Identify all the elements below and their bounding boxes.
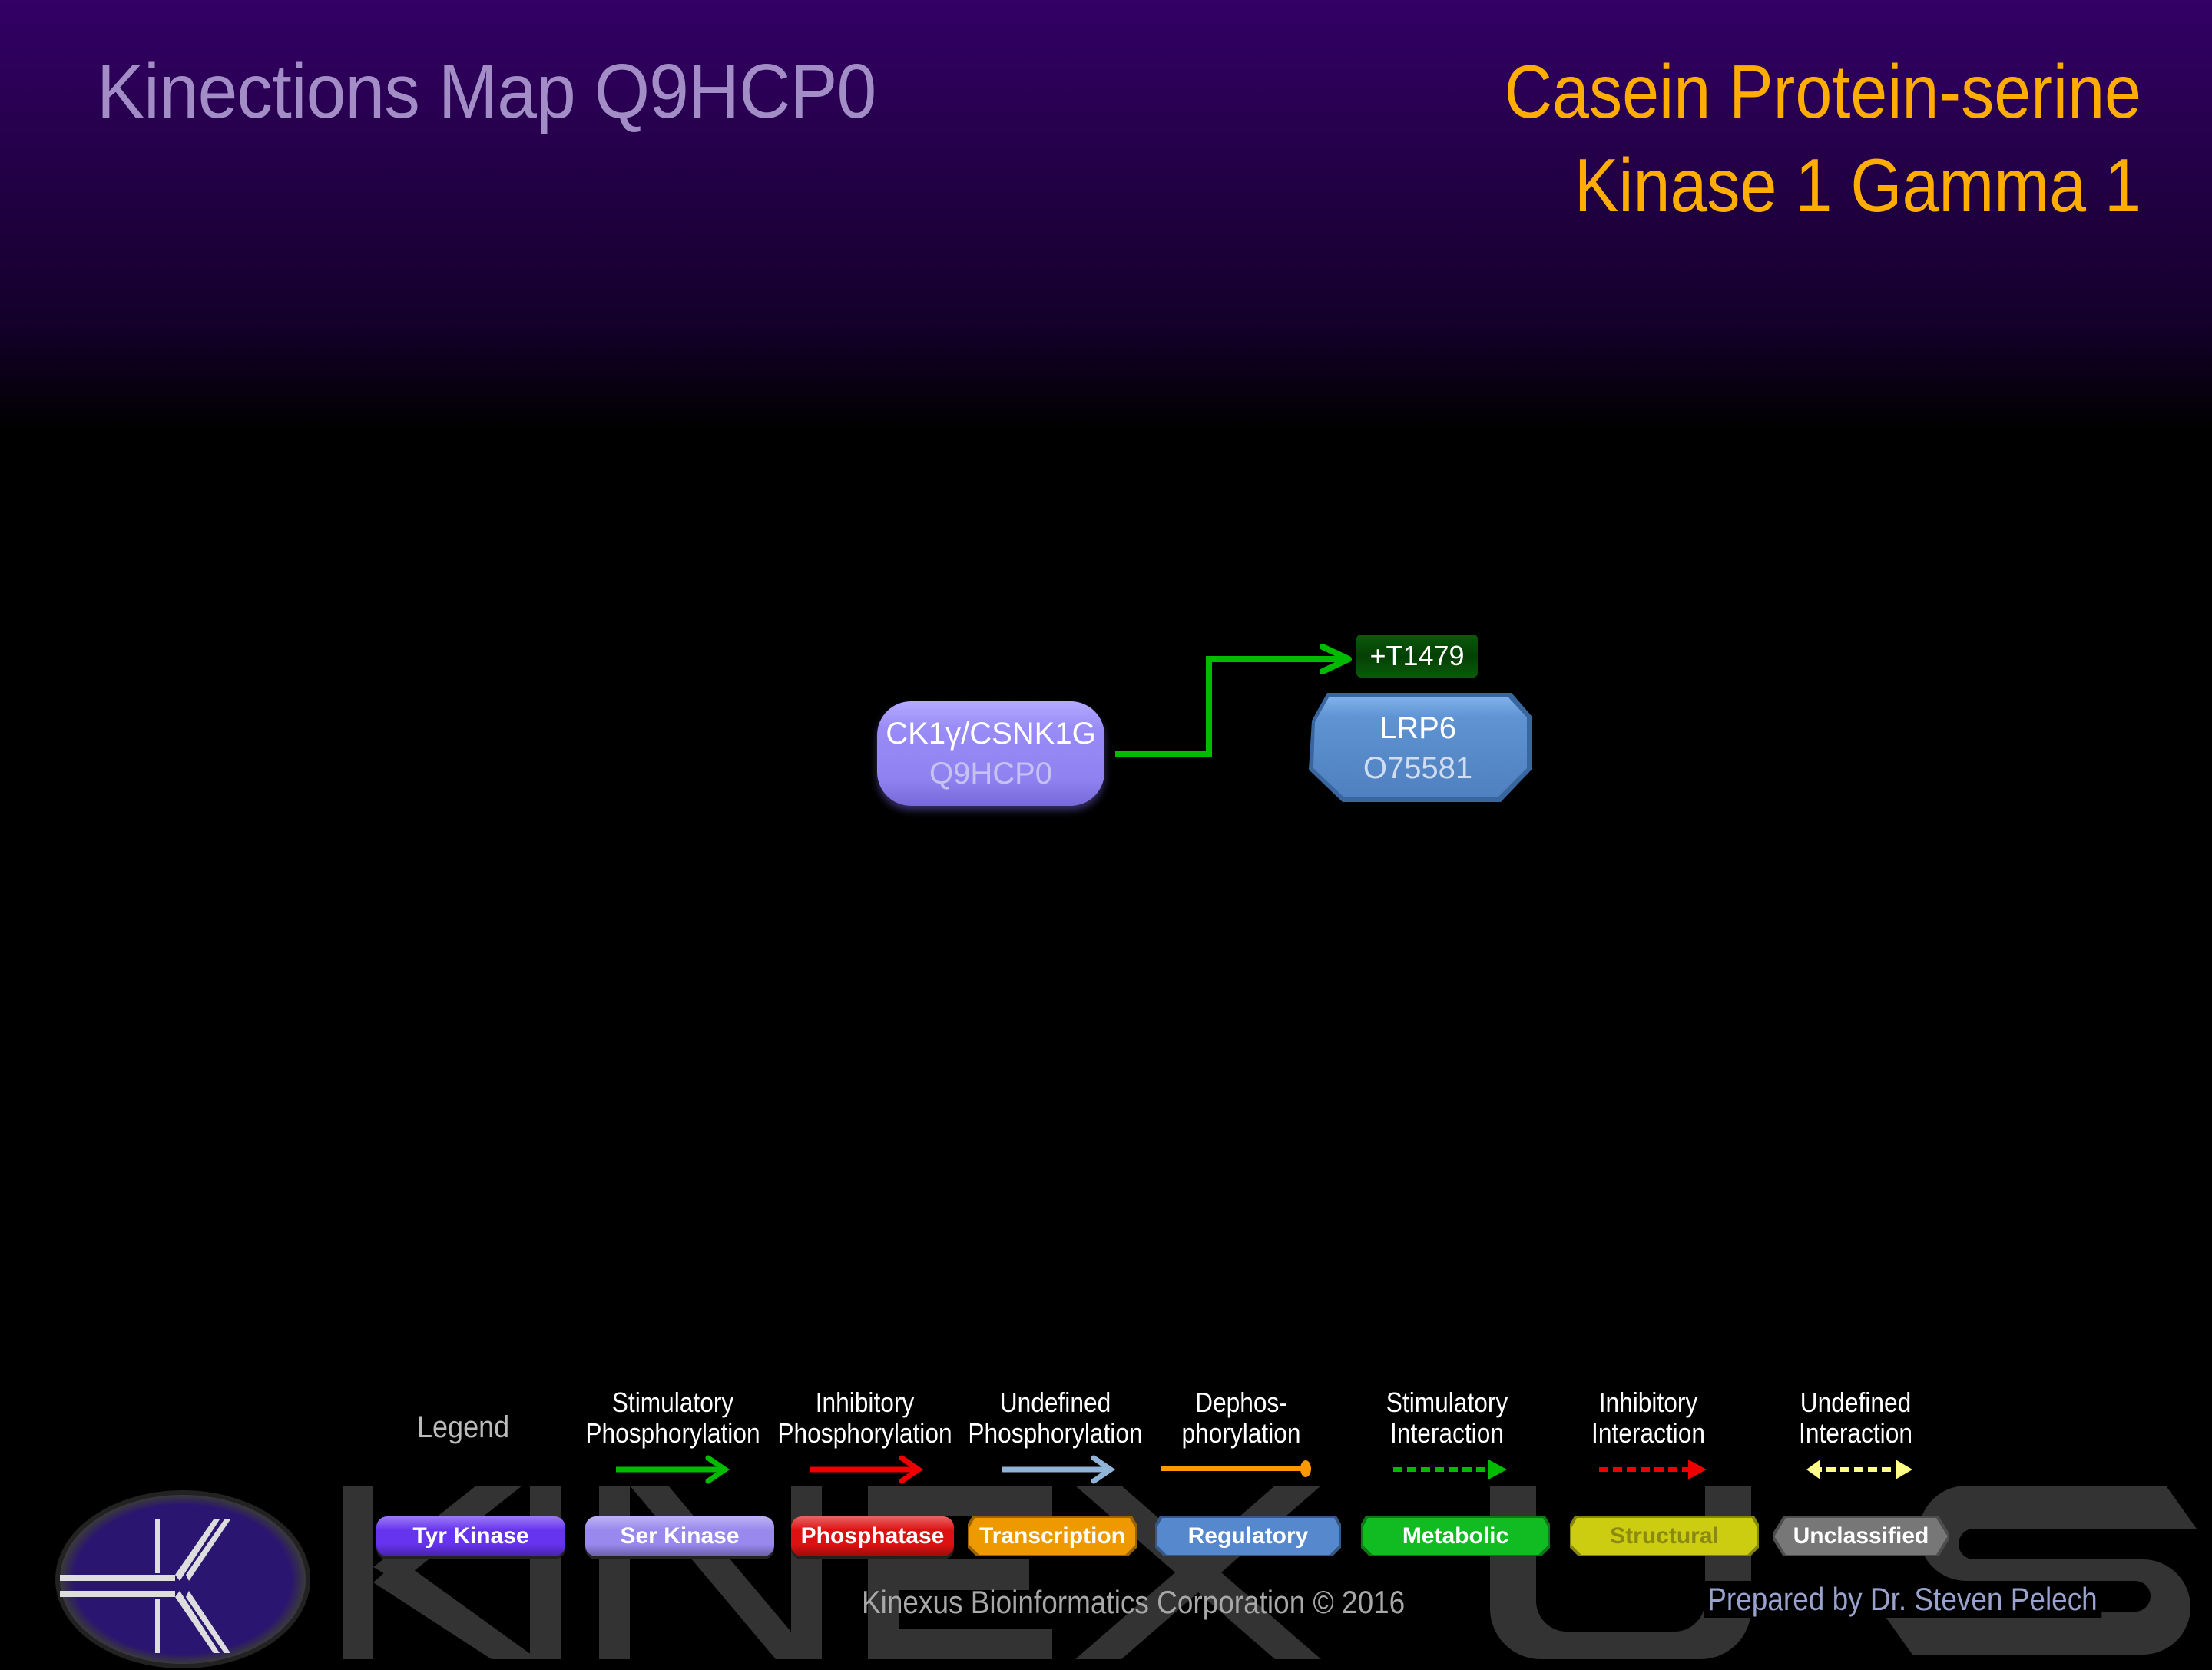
legend-node-type-label: Regulatory bbox=[1187, 1523, 1309, 1549]
regulatory-shape bbox=[1309, 693, 1532, 802]
prepared-by-text: Prepared by Dr. Steven Pelech bbox=[1704, 1581, 2102, 1618]
legend-node-type-tyr-kinase: Tyr Kinase bbox=[376, 1516, 565, 1556]
legend-node-type-label: Unclassified bbox=[1793, 1523, 1929, 1549]
protein-full-name: Casein Protein-serine Kinase 1 Gamma 1 bbox=[1330, 45, 2141, 232]
undefined-interaction-double-arrow-icon bbox=[1806, 1460, 1912, 1479]
node-lrp6[interactable]: LRP6 O75581 bbox=[1304, 693, 1532, 802]
kinexus-logo bbox=[55, 1490, 310, 1668]
protein-full-name-line1: Casein Protein-serine bbox=[1504, 49, 2141, 134]
legend-label-line1: Stimulatory bbox=[611, 1387, 734, 1418]
legend-node-type-label: Tyr Kinase bbox=[412, 1523, 529, 1549]
phosphosite-badge[interactable]: +T1479 bbox=[1356, 635, 1478, 678]
legend-label-line2: Phosphorylation bbox=[777, 1417, 952, 1449]
stimulatory-phosphorylation-arrow-icon bbox=[616, 1455, 730, 1484]
legend-label-line2: Interaction bbox=[1390, 1417, 1504, 1449]
node-accession: O75581 bbox=[1363, 751, 1473, 785]
legend-node-type-regulatory: Regulatory bbox=[1155, 1516, 1341, 1556]
legend-node-type-label: Transcription bbox=[979, 1523, 1126, 1549]
node-label: LRP6 bbox=[1379, 711, 1457, 745]
legend-node-type-label: Ser Kinase bbox=[620, 1523, 740, 1549]
stimulatory-interaction-dashed-arrow-icon bbox=[1393, 1460, 1507, 1479]
legend-node-type-transcription: Transcription bbox=[968, 1516, 1137, 1556]
undefined-phosphorylation-arrow-icon bbox=[1002, 1455, 1116, 1484]
dephosphorylation-ball-icon bbox=[1161, 1460, 1311, 1477]
legend-node-type-structural: Structural bbox=[1570, 1516, 1759, 1556]
legend-label-line2: Phosphorylation bbox=[585, 1417, 760, 1449]
legend-label-line1: Inhibitory bbox=[1598, 1387, 1698, 1418]
copyright-text: Kinexus Bioinformatics Corporation © 201… bbox=[862, 1584, 1406, 1620]
arrowhead-icon bbox=[1320, 644, 1352, 674]
legend-node-type-label: Phosphatase bbox=[800, 1523, 945, 1549]
node-accession: Q9HCP0 bbox=[929, 757, 1053, 790]
legend-node-type-label: Structural bbox=[1610, 1523, 1719, 1549]
legend-label-line1: Stimulatory bbox=[1386, 1387, 1508, 1418]
inhibitory-interaction-dashed-arrow-icon bbox=[1599, 1460, 1707, 1479]
legend-label-line2: Interaction bbox=[1591, 1417, 1705, 1449]
legend-node-type-phosphatase: Phosphatase bbox=[791, 1516, 954, 1556]
legend-label-line1: Undefined bbox=[999, 1387, 1111, 1418]
inhibitory-phosphorylation-arrow-icon bbox=[810, 1455, 924, 1484]
header-banner bbox=[0, 0, 2212, 430]
protein-full-name-line2: Kinase 1 Gamma 1 bbox=[1574, 143, 2141, 227]
legend-node-type-ser-kinase: Ser Kinase bbox=[585, 1516, 774, 1556]
legend-node-type-label: Metabolic bbox=[1402, 1523, 1509, 1549]
node-label: CK1γ/CSNK1G bbox=[886, 717, 1096, 751]
legend-node-type-unclassified: Unclassified bbox=[1773, 1516, 1949, 1556]
legend-node-type-metabolic: Metabolic bbox=[1361, 1516, 1550, 1556]
legend-label-line1: Undefined bbox=[1800, 1387, 1912, 1418]
legend-label-line1: Dephos- bbox=[1195, 1387, 1287, 1418]
legend-label-line2: phorylation bbox=[1181, 1417, 1301, 1449]
node-ck1-gamma[interactable]: CK1γ/CSNK1G Q9HCP0 bbox=[877, 701, 1104, 806]
legend-label-line2: Interaction bbox=[1799, 1417, 1912, 1449]
page-title: Kinections Map Q9HCP0 bbox=[97, 48, 876, 134]
legend-label-line2: Phosphorylation bbox=[968, 1417, 1143, 1449]
legend-title: Legend bbox=[417, 1410, 510, 1444]
legend-label: Dephos-phorylation bbox=[1154, 1387, 1330, 1449]
legend-label-line1: Inhibitory bbox=[815, 1387, 915, 1418]
